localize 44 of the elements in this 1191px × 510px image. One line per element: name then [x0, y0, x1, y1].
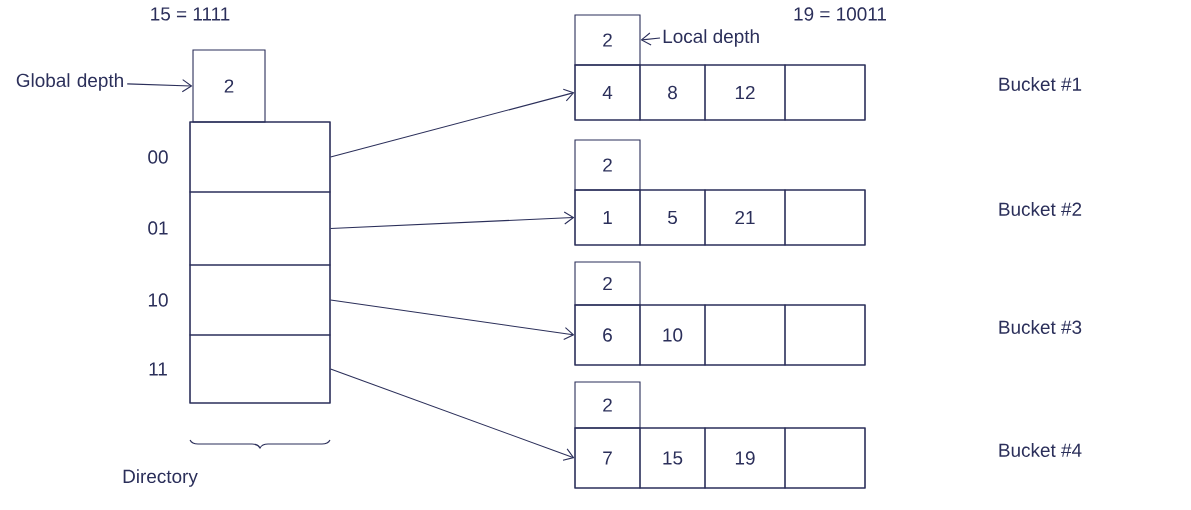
arrow: [640, 32, 661, 46]
value-cell: 8: [639, 64, 706, 121]
note-text: 19 = 10011: [794, 7, 886, 21]
depth-box: 2: [192, 49, 266, 123]
empty-cell: [784, 304, 866, 366]
index-label: 11: [149, 362, 167, 376]
directory-label: Directory: [123, 469, 198, 487]
empty-cell: [784, 189, 866, 246]
depth-box: 2: [574, 381, 641, 429]
value-cell: 21: [704, 189, 786, 246]
empty-cell: [784, 427, 866, 489]
bucket-label: Bucket #3: [999, 320, 1082, 334]
bucket-label: Bucket #1: [999, 77, 1082, 91]
arrow: [330, 211, 575, 230]
value-cell: 10: [639, 304, 706, 366]
index-label: 10: [148, 293, 168, 307]
empty-cell: [189, 264, 331, 336]
depth-box: 2: [574, 139, 641, 191]
value-cell: 4: [574, 64, 641, 121]
depth-box: 2: [574, 261, 641, 306]
arrow: [330, 368, 575, 461]
empty-cell: [189, 334, 331, 404]
annotation-text: Global depth: [16, 73, 123, 91]
empty-cell: [704, 304, 786, 366]
depth-box: 2: [574, 14, 641, 66]
annotation-text: Local depth: [663, 29, 759, 47]
bucket-label: Bucket #2: [999, 202, 1082, 216]
empty-cell: [784, 64, 866, 121]
arrow: [330, 88, 575, 158]
value-cell: 7: [574, 427, 641, 489]
index-label: 01: [148, 221, 168, 235]
value-cell: 5: [639, 189, 706, 246]
value-cell: 1: [574, 189, 641, 246]
arrow: [126, 79, 193, 93]
value-cell: 12: [704, 64, 786, 121]
note-text: 15 = 1111: [151, 7, 230, 21]
empty-cell: [189, 191, 331, 266]
index-label: 00: [148, 150, 168, 164]
value-cell: 19: [704, 427, 786, 489]
value-cell: 6: [574, 304, 641, 366]
arrow: [330, 299, 575, 341]
value-cell: 15: [639, 427, 706, 489]
empty-cell: [189, 121, 331, 193]
bucket-label: Bucket #4: [999, 443, 1082, 457]
